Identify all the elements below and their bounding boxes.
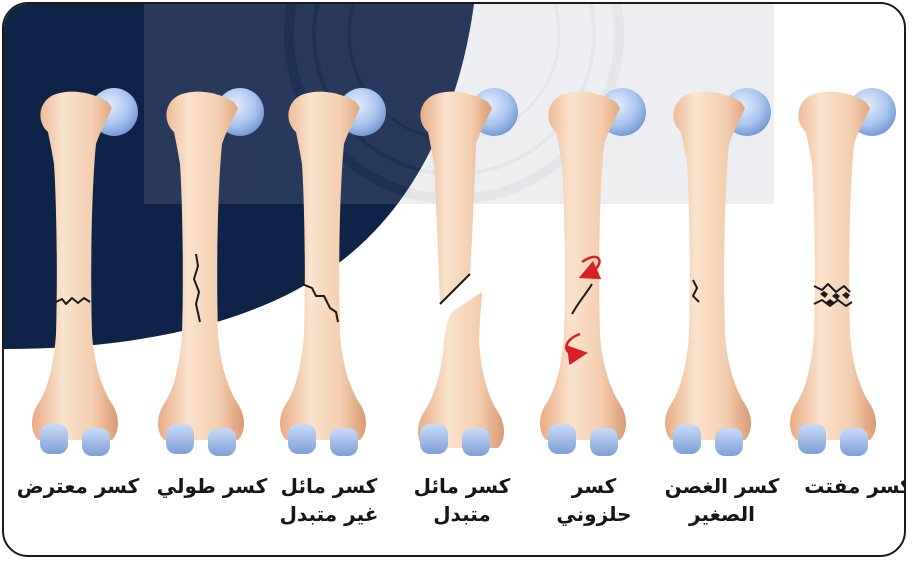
medial-condyle-cap	[288, 424, 316, 454]
medial-condyle-cap	[548, 424, 576, 454]
medial-condyle-cap	[798, 424, 826, 454]
medial-condyle-cap	[166, 424, 194, 454]
lateral-condyle-cap	[208, 428, 236, 456]
label-transverse-fracture: كسر معترض	[8, 472, 148, 500]
medial-condyle-cap	[673, 424, 701, 454]
femur-comminuted	[790, 88, 896, 456]
label-comminuted-fracture: كسر مفتت	[788, 472, 906, 500]
lateral-condyle-cap	[840, 428, 868, 456]
femur-shaft	[790, 92, 876, 440]
lateral-condyle-cap	[330, 428, 358, 456]
lateral-condyle-cap	[590, 428, 618, 456]
lateral-condyle-cap	[82, 428, 110, 456]
medial-condyle-cap	[420, 424, 448, 454]
label-longitudinal-fracture: كسر طولي	[142, 472, 282, 500]
medial-condyle-cap	[40, 424, 68, 454]
lateral-condyle-cap	[462, 428, 490, 456]
lateral-condyle-cap	[715, 428, 743, 456]
